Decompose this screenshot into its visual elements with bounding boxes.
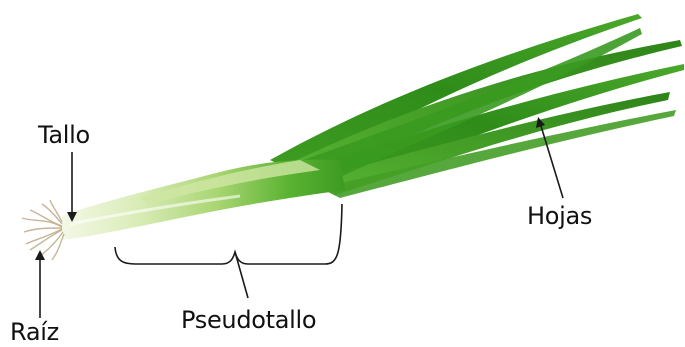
stalk <box>62 160 345 241</box>
raiz-arrowhead <box>35 250 45 260</box>
label-hojas: Hojas <box>527 204 592 228</box>
label-raiz: Raíz <box>10 320 59 344</box>
pseudotallo-pointer <box>235 252 248 298</box>
label-pseudotallo: Pseudotallo <box>181 308 316 332</box>
roots <box>22 200 64 260</box>
label-tallo: Tallo <box>38 123 90 147</box>
